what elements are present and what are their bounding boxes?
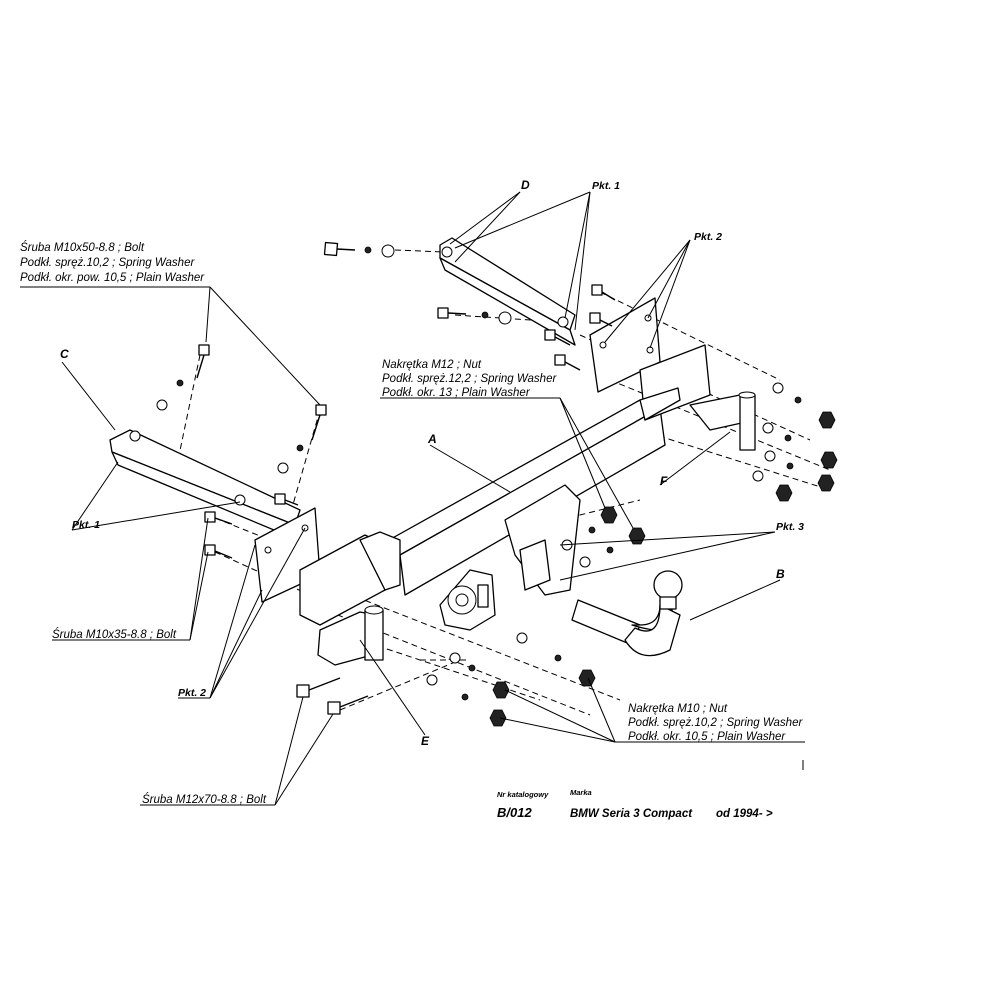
vehicle-year: od 1994- > [716,808,773,820]
part-label-b: B [776,567,785,581]
callout-middle-line-3: Podkł. okr. 13 ; Plain Washer [382,387,531,399]
part-label-e: E [421,734,430,748]
part-label-f: F [660,474,668,488]
part-label-a: A [427,432,437,446]
point-pkt1-left: Pkt. 1 [72,519,100,531]
callout-middle-line-2: Podkł. spręż.12,2 ; Spring Washer [382,373,557,385]
callout-top-left-line-2: Podkł. spręż.10,2 ; Spring Washer [20,257,195,269]
callout-top-left-line-3: Podkł. okr. pow. 10,5 ; Plain Washer [20,272,205,284]
left-side-plate [299,531,401,666]
callout-bolt-m10x35: Śruba M10x35-8.8 ; Bolt [52,628,177,641]
title-block: Nr katalogowy B/012 Marka BMW Seria 3 Co… [497,788,773,820]
point-pkt1-top: Pkt. 1 [592,180,620,192]
catalog-number-label: Nr katalogowy [497,790,549,799]
callout-bottom-right-line-2: Podkł. spręż.10,2 ; Spring Washer [628,717,803,729]
bracket-f [689,391,756,451]
tow-ball-b [571,570,683,657]
point-pkt2-top: Pkt. 2 [694,231,722,243]
callout-bottom-right-line-3: Podkł. okr. 10,5 ; Plain Washer [628,731,786,743]
callout-top-left-line-1: Śruba M10x50-8.8 ; Bolt [20,241,145,254]
catalog-number: B/012 [497,805,532,820]
socket-plate [439,569,496,631]
callout-bolt-m12x70: Śruba M12x70-8.8 ; Bolt [142,793,267,806]
callout-middle-line-1: Nakrętka M12 ; Nut [382,359,482,371]
point-pkt3: Pkt. 3 [776,521,804,533]
hardware-nuts-washers [156,244,838,727]
brand-label: Marka [570,788,592,797]
leader-lines [20,191,805,806]
right-mount-bracket [504,484,581,596]
vehicle-model: BMW Seria 3 Compact [570,808,693,820]
callout-bottom-right-line-1: Nakrętka M10 ; Nut [628,703,728,715]
crossbar-a [379,344,711,596]
point-pkt2-left: Pkt. 2 [178,687,206,699]
part-label-c: C [60,347,69,361]
part-label-d: D [521,178,530,192]
